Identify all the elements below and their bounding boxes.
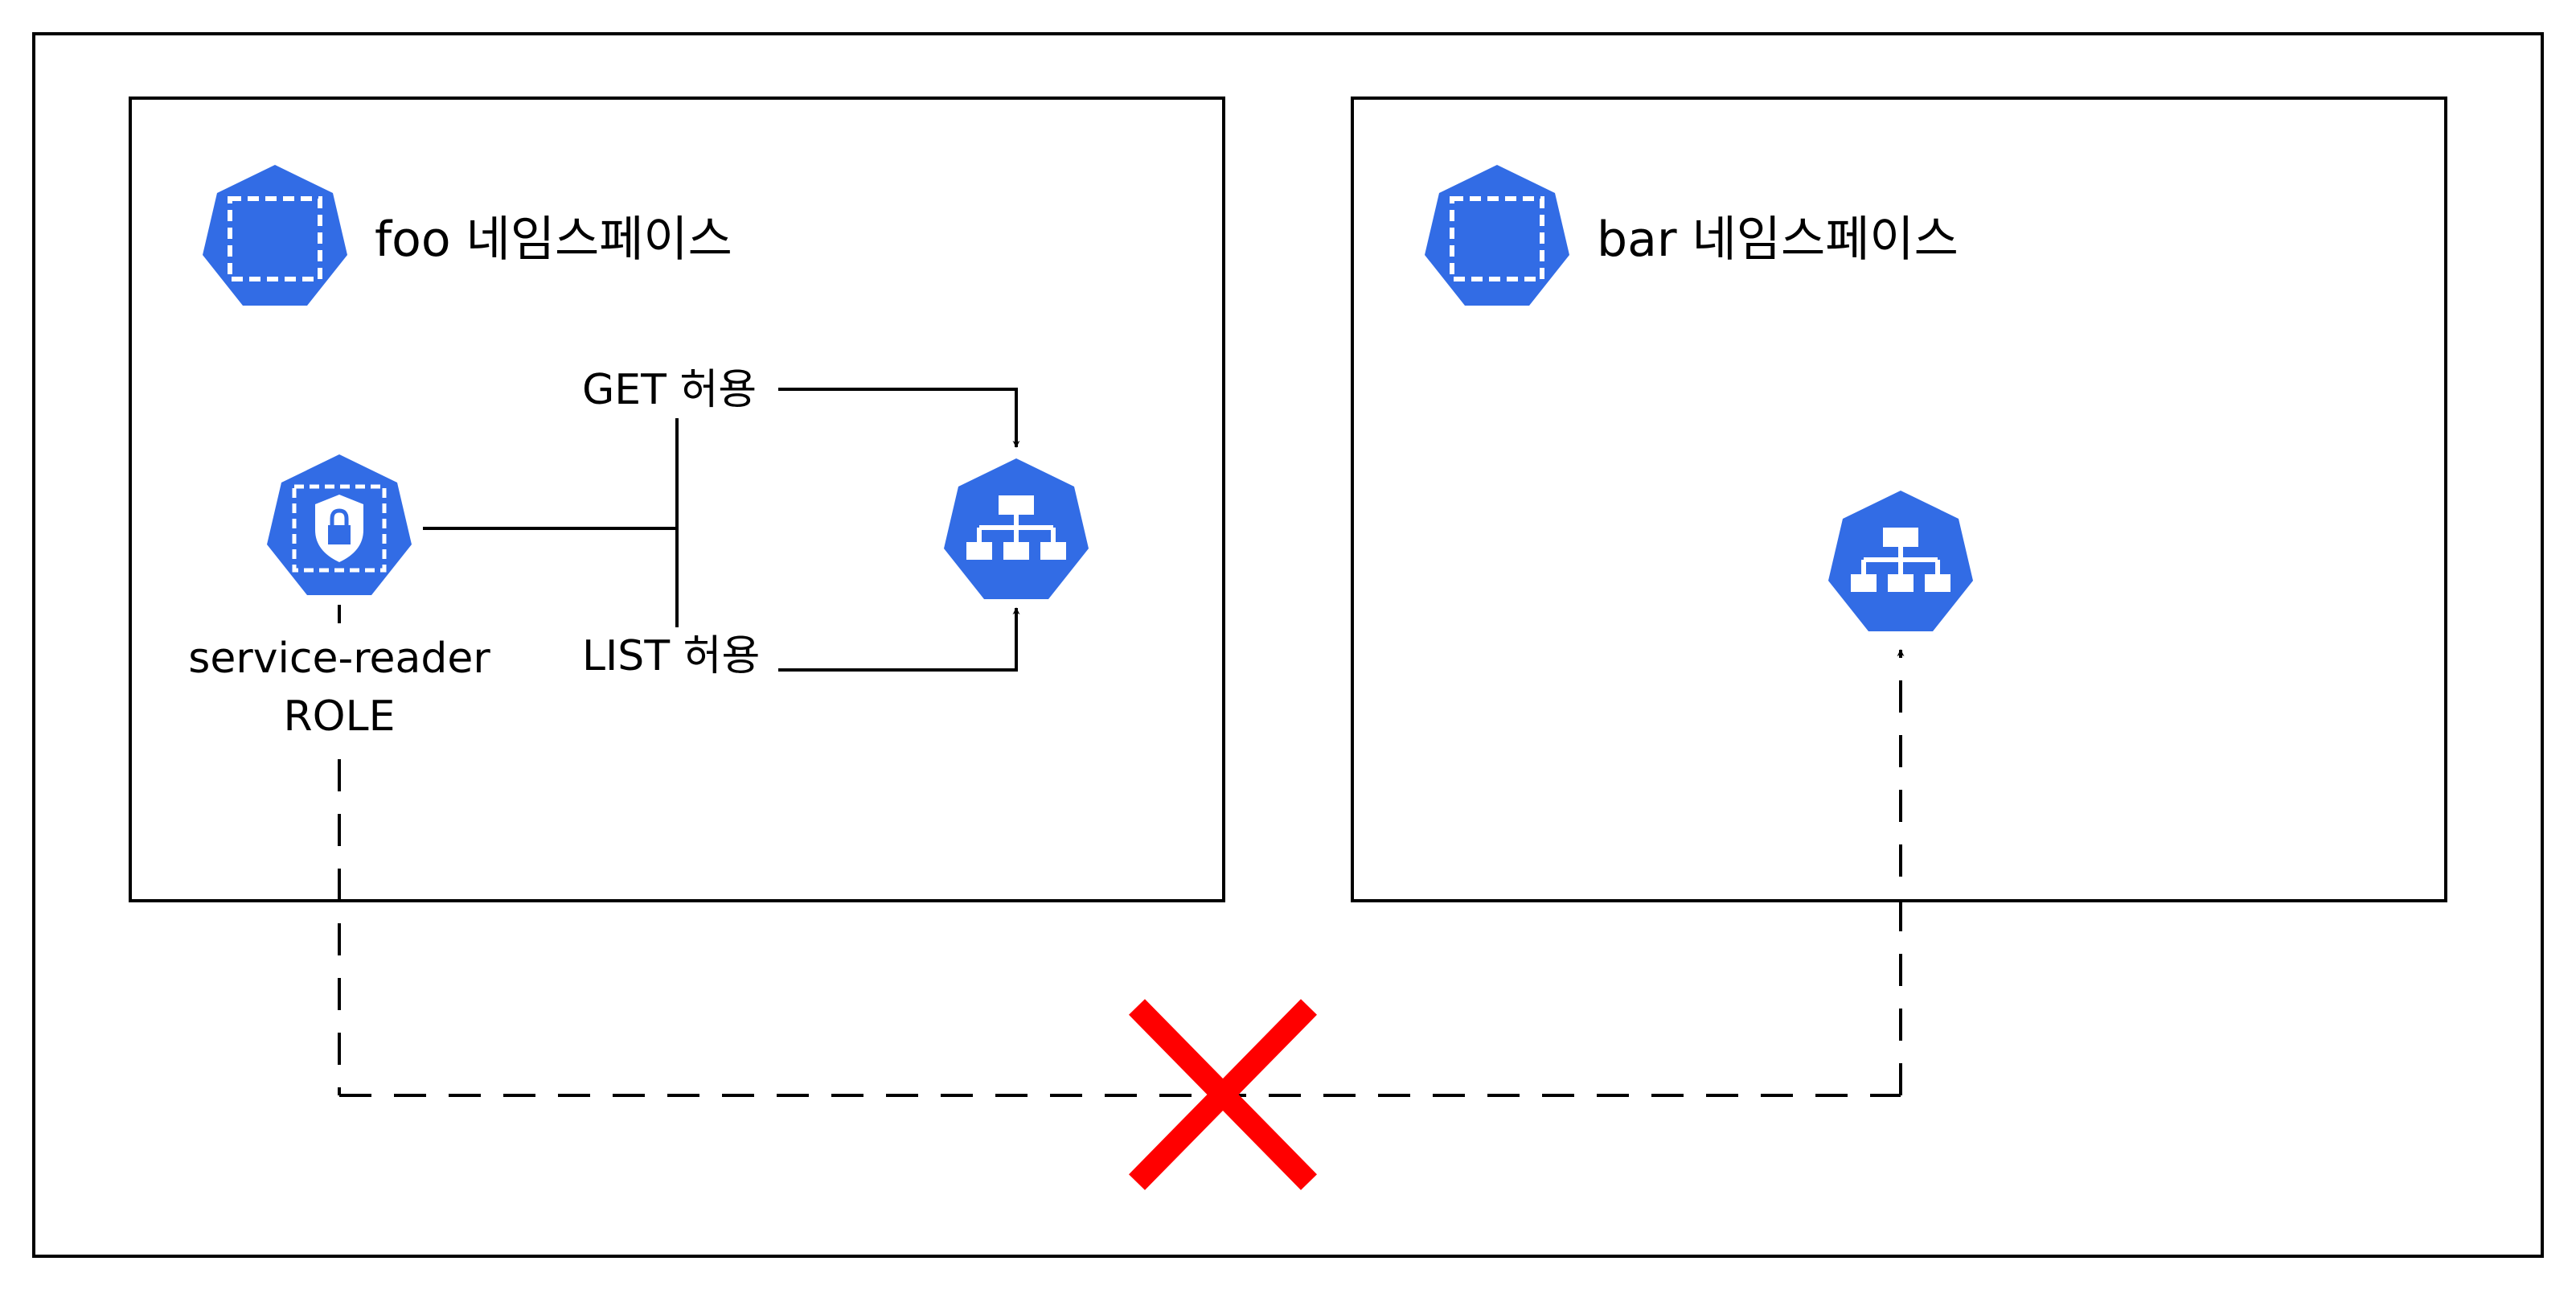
bar-namespace-label: bar 네임스페이스 [1597,212,1959,268]
role-name-line1: service-reader [188,635,490,683]
foo-namespace-box [129,97,1225,902]
foo-service-icon [944,458,1089,599]
foo-namespace-icon [203,165,347,306]
bar-namespace-icon [1425,165,1569,306]
role-icon [267,454,412,595]
role-label-backdrop [182,623,498,742]
foo-namespace-label: foo 네임스페이스 [375,212,732,268]
permission-connectors [423,388,1020,672]
role-name-line2: ROLE [284,692,396,741]
list-permission-label: LIST 허용 [582,632,760,680]
bar-service-icon [1828,491,1973,631]
denied-access-path [338,605,1905,1097]
red-x-deny-icon [1129,999,1317,1190]
cluster-frame [32,32,2544,1258]
get-permission-label: GET 허용 [582,366,757,414]
